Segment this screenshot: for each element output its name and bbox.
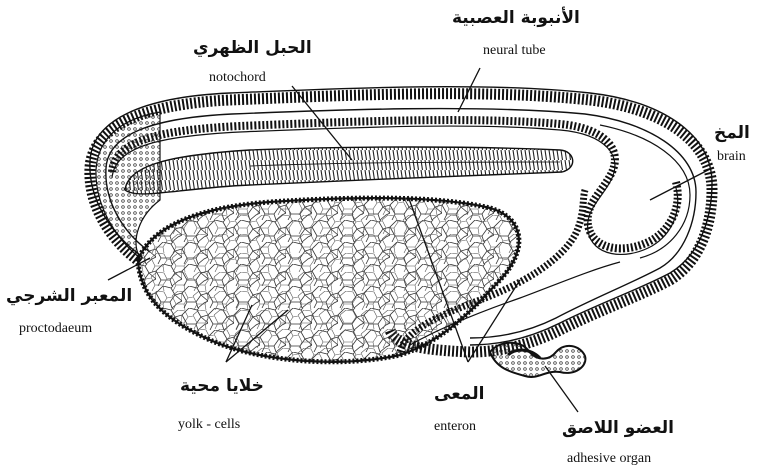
yolk-cells-arabic-label: خلايا محية bbox=[180, 378, 264, 395]
yolk-cells-english-label: yolk - cells bbox=[178, 418, 240, 432]
proctodaeum-english-label: proctodaeum bbox=[19, 322, 92, 336]
neural-tube-leader bbox=[458, 68, 480, 112]
brain-arabic-label: المخ bbox=[714, 125, 750, 142]
adhesive-organ-arabic-label: العضو اللاصق bbox=[562, 420, 674, 437]
brain-english-label: brain bbox=[717, 150, 746, 164]
notochord-arabic-label: الحبل الظهري bbox=[193, 40, 312, 57]
notochord-english-label: notochord bbox=[209, 71, 266, 85]
enteron-english-label: enteron bbox=[434, 420, 476, 434]
adhesive-organ-english-label: adhesive organ bbox=[567, 452, 651, 466]
proctodaeum-arabic-label: المعبر الشرجي bbox=[6, 288, 132, 305]
enteron-arabic-label: المعى bbox=[434, 386, 484, 403]
adhesive-organ-structure bbox=[490, 343, 585, 377]
neural-tube-arabic-label: الأنبوبة العصبية bbox=[452, 10, 580, 27]
neural-tube-english-label: neural tube bbox=[483, 44, 546, 58]
yolk-mass bbox=[138, 198, 519, 362]
notochord-rod bbox=[125, 147, 573, 194]
